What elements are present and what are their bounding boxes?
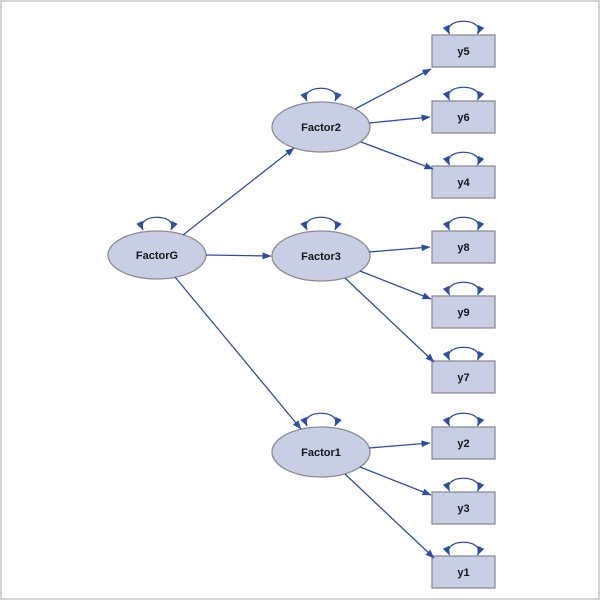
latent-node-factor3: Factor3 — [271, 230, 371, 282]
observed-node-y2: y2 — [431, 426, 496, 460]
edge-factor1-y1 — [344, 473, 435, 559]
variance-arrow-y3 — [442, 477, 485, 492]
observed-node-y1: y1 — [431, 555, 496, 589]
factor2-ellipse — [271, 101, 371, 153]
y1-label: y1 — [457, 567, 469, 579]
observed-node-y6: y6 — [431, 100, 496, 134]
edge-factorg-factor1 — [174, 276, 302, 430]
variance-arrow-factor1 — [300, 412, 342, 427]
y1-rect — [431, 555, 496, 589]
edge-factor3-y8 — [368, 244, 431, 253]
variance-arrow-y4 — [442, 151, 485, 166]
latent-node-factorg: FactorG — [107, 230, 207, 280]
latent-node-factor1: Factor1 — [271, 426, 371, 478]
variance-arrow-y7 — [442, 346, 485, 361]
observed-node-y7: y7 — [431, 360, 496, 394]
variance-arrow-y1 — [442, 541, 485, 556]
factor1-ellipse — [271, 426, 371, 478]
variance-arrow-y8 — [442, 216, 485, 231]
variance-arrow-factor3 — [300, 216, 342, 231]
observed-node-y9: y9 — [431, 295, 496, 329]
factor1-label: Factor1 — [301, 447, 341, 459]
y8-label: y8 — [457, 242, 469, 254]
edge-factorg-factor3 — [205, 252, 272, 260]
y4-rect — [431, 165, 496, 199]
variance-arrow-y5 — [442, 20, 485, 35]
edge-factor2-y5 — [354, 68, 432, 110]
y2-label: y2 — [457, 438, 469, 450]
variance-arrow-factorg — [136, 216, 178, 231]
edge-factor1-y2 — [368, 440, 431, 449]
y3-rect — [431, 491, 496, 525]
factor3-label: Factor3 — [301, 251, 341, 263]
y5-rect — [431, 34, 496, 68]
factor2-label: Factor2 — [301, 122, 341, 134]
y8-rect — [431, 230, 496, 264]
variance-arrow-y2 — [442, 412, 485, 427]
observed-node-y3: y3 — [431, 491, 496, 525]
variance-arrow-factor2 — [300, 87, 342, 102]
y5-label: y5 — [457, 46, 469, 58]
edge-factor3-y7 — [344, 277, 435, 363]
variance-arrow-y9 — [442, 281, 485, 296]
edge-factor2-y6 — [368, 114, 431, 124]
edge-factor1-y3 — [359, 466, 432, 496]
factorg-label: FactorG — [136, 250, 178, 262]
y2-rect — [431, 426, 496, 460]
y6-label: y6 — [457, 112, 469, 124]
y7-label: y7 — [457, 372, 469, 384]
observed-node-y4: y4 — [431, 165, 496, 199]
variance-arrow-y6 — [442, 86, 485, 101]
edge-factorg-factor2 — [182, 147, 295, 236]
y3-label: y3 — [457, 503, 469, 515]
factor3-ellipse — [271, 230, 371, 282]
edge-factor3-y9 — [359, 270, 432, 300]
y4-label: y4 — [457, 177, 470, 189]
y9-label: y9 — [457, 307, 469, 319]
y9-rect — [431, 295, 496, 329]
observed-node-y8: y8 — [431, 230, 496, 264]
y6-rect — [431, 100, 496, 134]
latent-node-factor2: Factor2 — [271, 101, 371, 153]
observed-node-y5: y5 — [431, 34, 496, 68]
y7-rect — [431, 360, 496, 394]
edge-factor2-y4 — [360, 141, 434, 170]
